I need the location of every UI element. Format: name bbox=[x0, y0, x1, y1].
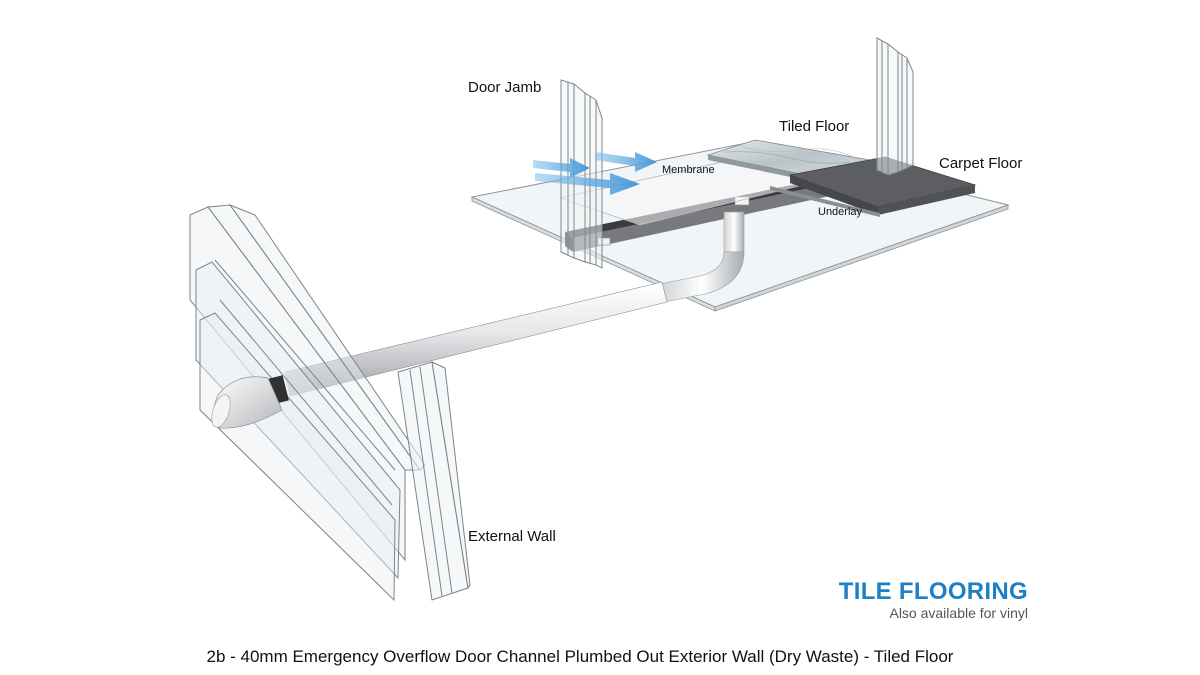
outlet-cap bbox=[211, 375, 289, 429]
underlay-layer bbox=[770, 186, 880, 217]
wall-stud bbox=[397, 361, 471, 601]
diagram-caption: 2b - 40mm Emergency Overflow Door Channe… bbox=[206, 647, 954, 666]
brand-subtitle: Also available for vinyl bbox=[889, 605, 1028, 621]
label-tiled-floor: Tiled Floor bbox=[779, 118, 850, 135]
label-door-jamb: Door Jamb bbox=[468, 79, 542, 96]
brand-title: TILE FLOORING bbox=[838, 578, 1028, 605]
far-door-jamb bbox=[876, 37, 914, 176]
waste-pipe bbox=[284, 281, 668, 397]
flow-arrows bbox=[533, 152, 657, 195]
label-carpet-floor: Carpet Floor bbox=[939, 155, 1023, 172]
label-underlay: Underlay bbox=[818, 206, 863, 218]
carpet-floor-slab bbox=[788, 156, 977, 215]
door-jamb bbox=[560, 79, 603, 269]
label-external-wall: External Wall bbox=[468, 528, 556, 545]
external-wall bbox=[189, 203, 426, 602]
riser-pipe bbox=[659, 211, 745, 303]
label-membrane: Membrane bbox=[662, 164, 715, 176]
